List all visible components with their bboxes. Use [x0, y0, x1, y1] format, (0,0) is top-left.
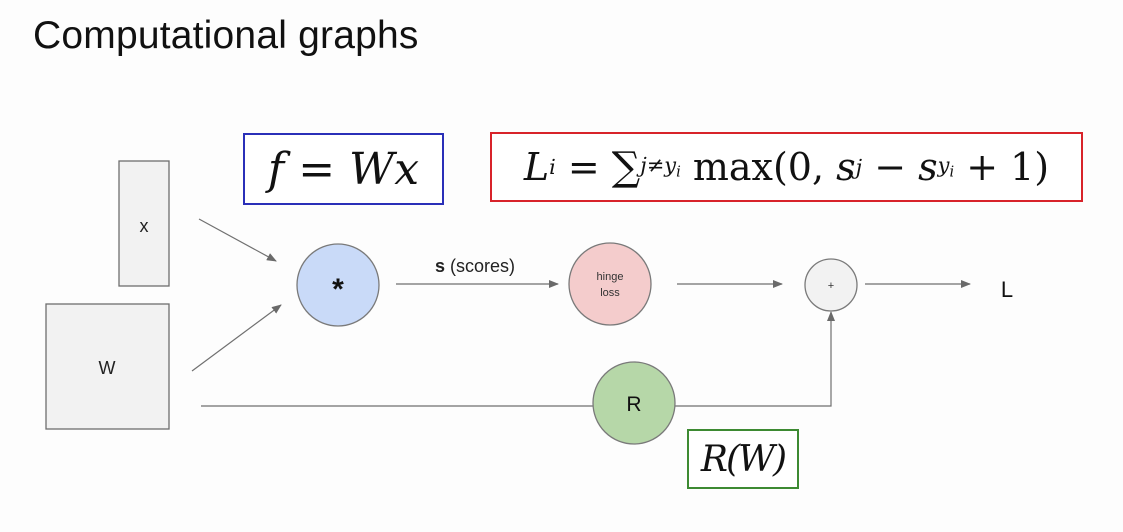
sum-subsub-text: i [676, 163, 681, 181]
regularization-formula: R(W) [687, 429, 799, 489]
formula-syi-sub: yi [938, 153, 955, 180]
edge-x-to-mult [198, 218, 277, 262]
formula-L-sub: i [549, 155, 556, 179]
formula-sum-sub: j≠yi [640, 153, 680, 180]
hinge-loss-node [568, 242, 652, 326]
input-x-label: x [140, 216, 149, 236]
hinge-loss-node-label-2: loss [600, 287, 620, 299]
input-w-label: W [99, 358, 116, 378]
regularization-node-label: R [626, 393, 641, 416]
multiply-node-label: * [332, 273, 344, 306]
formula-minus: − [862, 145, 919, 189]
formula-L: L [523, 145, 550, 189]
formula-sj: s [836, 145, 856, 189]
edge-w-to-mult [191, 304, 282, 372]
formula-eq: = [555, 145, 612, 189]
multiply-node [296, 243, 380, 327]
scores-label-rest: (scores) [445, 256, 515, 276]
formula-max: max(0, [680, 145, 837, 189]
scores-label: s (scores) [435, 256, 515, 276]
formula-syi: s [918, 145, 938, 189]
syi-subsub-text: i [949, 163, 955, 181]
edge-reg-to-add [675, 311, 835, 407]
regularization-node [592, 361, 676, 445]
add-node-label: + [828, 280, 834, 292]
hinge-loss-node-label-1: hinge [597, 271, 624, 283]
output-label: L [1001, 277, 1013, 302]
formula-tail: + 1) [954, 145, 1050, 189]
add-node [804, 258, 858, 312]
formula-f: f [267, 143, 285, 195]
slide-title: Computational graphs [33, 14, 419, 57]
formula-wx: Wx [349, 143, 420, 195]
scores-label-bold: s [435, 256, 445, 276]
syi-sub-text: y [937, 153, 950, 178]
input-x-box [118, 160, 170, 287]
formula-sj-sub: j [855, 155, 863, 179]
sum-sub-text: j≠y [640, 153, 677, 178]
linear-score-formula: f = Wx [243, 133, 444, 205]
input-w-box [45, 303, 170, 430]
formula-sum: ∑ [611, 144, 641, 190]
formula-equals: = [284, 143, 350, 195]
